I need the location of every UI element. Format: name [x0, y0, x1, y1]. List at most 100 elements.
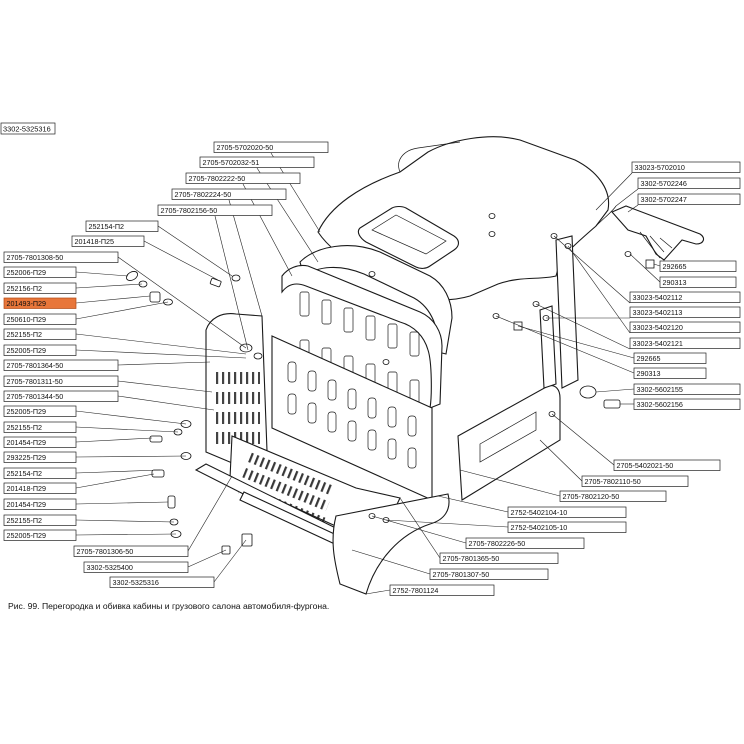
callout-label: 33023-5402121 — [633, 339, 683, 348]
roof-front-trim-ribs — [639, 231, 673, 259]
callout-c11: 201493-П29 — [3, 295, 151, 309]
callout-label: 2705-7802120-50 — [563, 492, 620, 501]
callout-box — [629, 306, 741, 318]
leader-line — [75, 437, 153, 443]
front-panel-slots — [287, 361, 417, 469]
callout-c44: 2705-7802110-50 — [539, 439, 689, 487]
callout-c42: 3302-5602156 — [620, 398, 741, 410]
callout-box — [613, 459, 721, 471]
callout-box — [507, 521, 627, 533]
callout-c41: 3302-5602155 — [595, 383, 741, 395]
callout-label: 2705-7802226-50 — [469, 539, 526, 548]
callout-label: 3302-5325316 — [113, 578, 159, 587]
callout-c04: 2705-7802224-50 — [171, 188, 287, 317]
leader-line — [213, 539, 247, 583]
callout-box — [439, 552, 559, 564]
callout-box — [633, 398, 741, 410]
assembly-drawing — [126, 136, 705, 595]
leader-line — [567, 245, 631, 334]
callout-c25: 252155-П2 — [3, 514, 175, 526]
callout-c20: 201454-П29 — [3, 436, 153, 448]
callout-label: 2705-5702020-50 — [217, 143, 274, 152]
callout-box — [3, 421, 77, 433]
callout-box — [171, 188, 287, 200]
leader-line — [75, 501, 169, 505]
callout-c35: 33023-5402112 — [553, 235, 741, 304]
leader-line — [539, 439, 583, 482]
leader-line — [117, 380, 213, 393]
callout-layer: 2705-5702020-50 2705-5702032-51 2705-78022… — [3, 141, 741, 596]
callout-box — [71, 235, 145, 247]
callout-box — [3, 482, 77, 494]
callout-c18: 252005-П29 — [3, 405, 187, 425]
callout-c45: 2705-7802120-50 — [459, 469, 667, 502]
callout-label: 2705-7802222-50 — [189, 174, 246, 183]
callout-label: 2705-7802110-50 — [585, 477, 641, 486]
callout-box — [659, 276, 737, 288]
leader-line — [75, 283, 143, 289]
leader-line — [75, 473, 155, 489]
callout-c30: 33023-5702010 — [595, 161, 741, 211]
callout-box — [3, 266, 77, 278]
doc-ref: 3302-5325316 — [3, 125, 51, 134]
callout-box — [633, 367, 707, 379]
callout-label: 201418-П29 — [7, 484, 47, 493]
leader-line — [627, 204, 639, 213]
callout-c14: 252005-П29 — [3, 344, 247, 359]
callout-c16: 2705-7801311-50 — [3, 375, 213, 393]
callout-c10: 252156-П2 — [3, 282, 143, 294]
leader-line — [75, 519, 175, 523]
callout-box — [185, 172, 301, 184]
callout-box — [3, 529, 77, 541]
callout-c07: 201418-П25 — [71, 235, 219, 281]
callout-label: 201418-П25 — [75, 237, 115, 246]
callout-box — [3, 282, 77, 294]
leader-line — [553, 235, 631, 304]
callout-c47: 2752-5402105-10 — [385, 519, 627, 533]
callout-label: 2705-7801365-50 — [443, 554, 500, 563]
leader-line — [117, 361, 211, 366]
callout-c33: 292665 — [653, 260, 737, 272]
leader-line — [187, 475, 233, 552]
callout-c21: 293225-П29 — [3, 451, 187, 463]
callout-c24: 201454-П29 — [3, 498, 169, 510]
callout-c40: 290313 — [495, 315, 707, 379]
callout-box — [73, 545, 189, 557]
callout-c32: 3302-5702247 — [627, 193, 741, 213]
callout-c43: 2705-5402021-50 — [551, 413, 721, 471]
leader-line — [187, 549, 227, 568]
callout-box — [3, 344, 77, 356]
callout-c09: 252006-П29 — [3, 266, 129, 278]
callout-box — [631, 161, 741, 173]
callout-c23: 201418-П29 — [3, 473, 155, 494]
callout-box — [3, 313, 77, 325]
leader-line — [75, 271, 129, 277]
callout-label: 290313 — [663, 278, 687, 287]
callout-c28: 3302-5325400 — [83, 549, 227, 573]
roof-hatch-glass — [371, 214, 447, 255]
callout-box — [429, 568, 549, 580]
callout-box — [109, 576, 215, 588]
callout-label: 252154-П2 — [89, 222, 125, 231]
callout-label: 292665 — [637, 354, 661, 363]
partition-frame — [281, 264, 443, 409]
callout-c50: 2705-7801307-50 — [351, 549, 549, 580]
callout-label: 250610-П29 — [7, 315, 47, 324]
callout-c51: 2752-7801124 — [365, 584, 495, 596]
callout-label: 2705-7802156-50 — [161, 206, 218, 215]
callout-label: 3302-5602156 — [637, 400, 683, 409]
callout-c05: 2705-7802156-50 — [157, 204, 273, 351]
right-side-window — [479, 411, 537, 463]
callout-label: 2705-5702032-51 — [203, 158, 260, 167]
callout-box — [629, 337, 741, 349]
leader-line — [595, 172, 633, 211]
callout-box — [633, 352, 707, 364]
leader-line — [371, 515, 467, 544]
callout-box — [3, 467, 77, 479]
callout-box — [3, 514, 77, 526]
callout-c08: 2705-7801308-50 — [3, 251, 247, 349]
callout-box — [85, 220, 159, 232]
callout-c26: 252005-П29 — [3, 529, 177, 541]
callout-box — [3, 405, 77, 417]
